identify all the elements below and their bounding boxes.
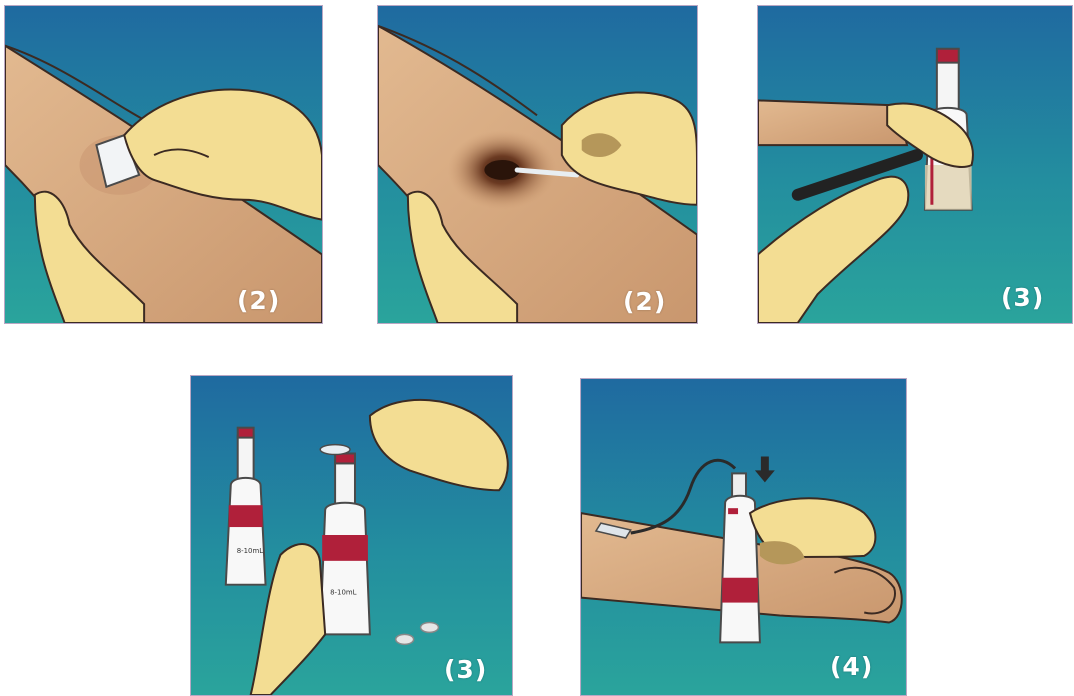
- panel-inoculating: (4): [580, 378, 907, 696]
- step-label: (3): [444, 655, 487, 684]
- bottle-cap: [937, 49, 959, 63]
- antiseptic-illustration: [378, 6, 697, 323]
- bottle-neck: [937, 61, 959, 111]
- inoculating-illustration: [581, 379, 906, 695]
- step-label: (2): [623, 287, 666, 316]
- removing-cap-illustration: 8-10mL 8-10mL: [191, 376, 512, 695]
- removed-cap: [320, 445, 350, 455]
- culture-bottle-left: [226, 478, 266, 585]
- panel-antiseptic: (2): [377, 5, 698, 324]
- marking-bottle-illustration: [758, 6, 1072, 323]
- step-label: (2): [237, 286, 280, 315]
- culture-bottle-front: [320, 503, 370, 635]
- bottle-volume-label: 8-10mL: [237, 547, 264, 555]
- cap-piece: [396, 634, 414, 644]
- cap-piece: [421, 622, 439, 632]
- skin-cleaning-illustration: [5, 6, 322, 323]
- panel-marking-bottle: (3): [757, 5, 1073, 324]
- panel-skin-cleaning: (2): [4, 5, 323, 324]
- step-label: (3): [1001, 283, 1044, 312]
- bottle-volume-label: 8-10mL: [330, 589, 357, 597]
- step-label: (4): [830, 652, 873, 681]
- panel-removing-cap: 8-10mL 8-10mL (3): [190, 375, 513, 696]
